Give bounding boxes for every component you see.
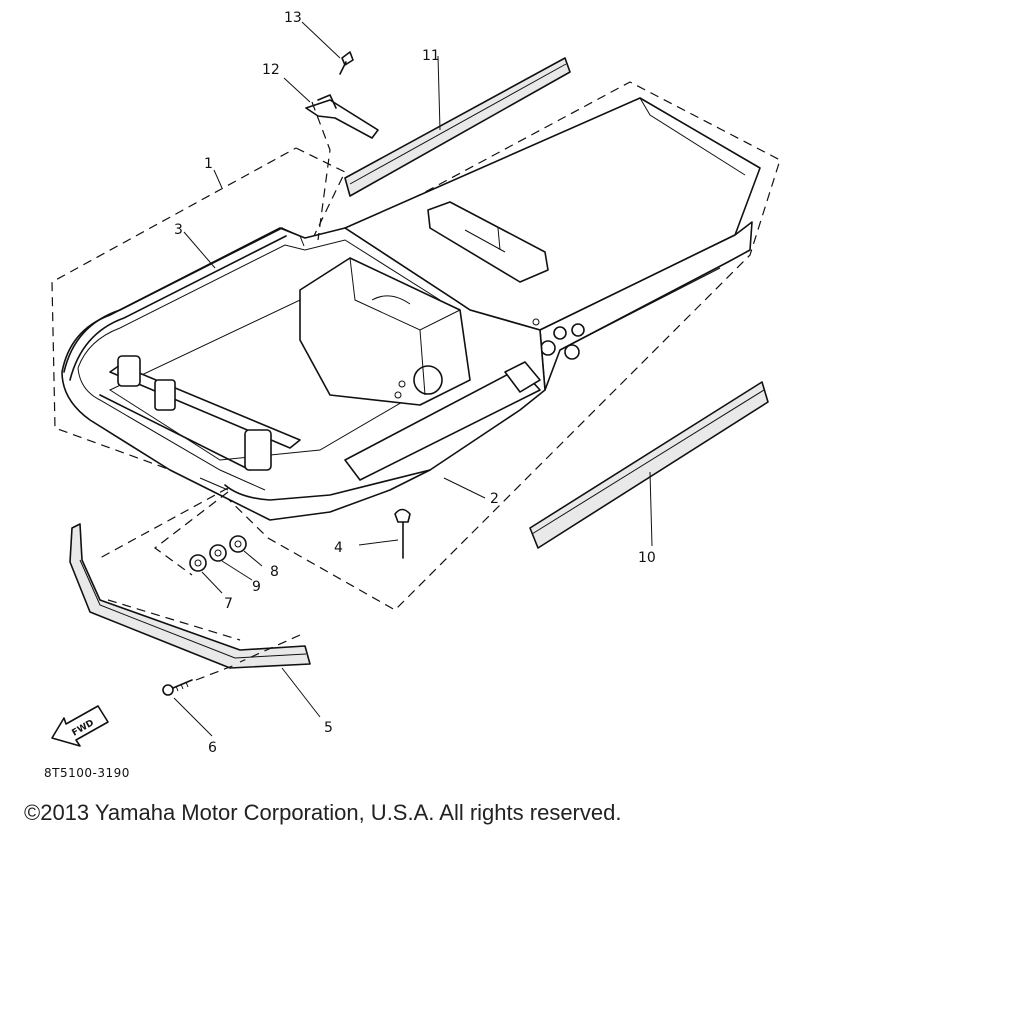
bolt-6 bbox=[162, 679, 193, 696]
callout-7: 7 bbox=[224, 596, 233, 612]
callout-12: 12 bbox=[262, 62, 280, 78]
callout-2: 2 bbox=[490, 491, 499, 507]
assembly-boundary-1 bbox=[51, 81, 781, 611]
callout-8: 8 bbox=[270, 564, 279, 580]
rivet-4 bbox=[394, 508, 411, 559]
callout-10: 10 bbox=[638, 550, 656, 566]
callout-6: 6 bbox=[208, 740, 217, 756]
leader-lines bbox=[99, 21, 653, 737]
trim-seal bbox=[63, 227, 305, 381]
callout-5: 5 bbox=[324, 720, 333, 736]
cover-strip-11 bbox=[344, 57, 571, 197]
callout-13: 13 bbox=[284, 10, 302, 26]
hardware-nuts bbox=[189, 535, 247, 572]
callout-3: 3 bbox=[174, 222, 183, 238]
fwd-arrow-icon: FWD bbox=[51, 705, 109, 747]
callout-9: 9 bbox=[252, 579, 261, 595]
callout-11: 11 bbox=[422, 48, 440, 64]
copyright-notice: ©2013 Yamaha Motor Corporation, U.S.A. A… bbox=[24, 800, 622, 825]
drawing-code: 8T5100-3190 bbox=[44, 766, 130, 780]
side-strip-10 bbox=[529, 381, 769, 549]
bolt-13 bbox=[339, 51, 354, 75]
bracket-12 bbox=[305, 94, 379, 139]
bumper-5 bbox=[69, 523, 311, 669]
frame-body bbox=[61, 97, 761, 521]
callout-1: 1 bbox=[204, 156, 213, 172]
callout-4: 4 bbox=[334, 540, 343, 556]
